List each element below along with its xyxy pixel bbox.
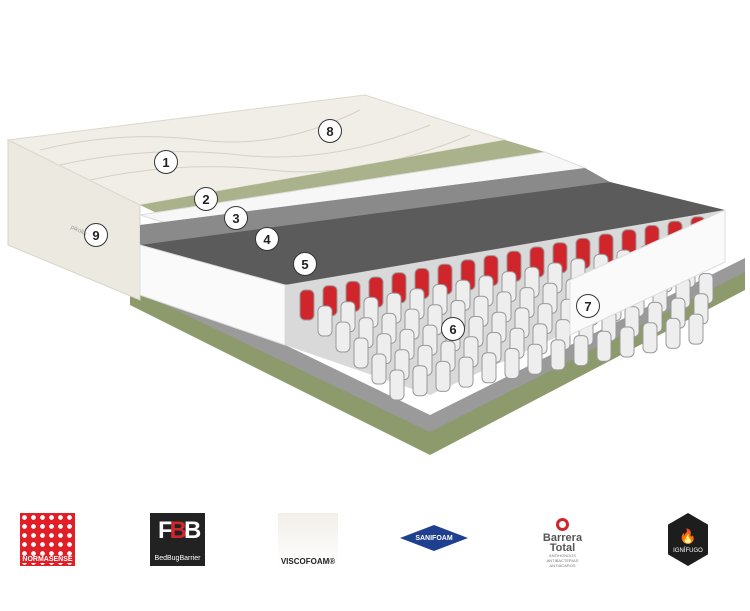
flame-icon: 🔥 bbox=[679, 528, 697, 544]
base-green-layer bbox=[130, 270, 745, 455]
normasense-logo: NORMASENSE bbox=[20, 513, 75, 566]
spring-pocket bbox=[458, 356, 474, 388]
spring-pocket bbox=[688, 313, 704, 345]
callout-4: 4 bbox=[255, 227, 279, 251]
sanifoam-label: SANIFOAM bbox=[415, 534, 453, 542]
barrera-line2: Total bbox=[549, 542, 576, 554]
ignifugo-logo: 🔥 IGNÍFUGO bbox=[668, 513, 708, 566]
callout-8: 8 bbox=[318, 119, 342, 143]
bedbug-mark: FBB bbox=[158, 517, 201, 544]
spring-pocket bbox=[299, 289, 315, 321]
spring-pocket bbox=[481, 352, 497, 384]
spring-pocket bbox=[353, 337, 369, 369]
right-foam-wall bbox=[569, 209, 726, 336]
barrera-line1: Barrera bbox=[542, 532, 583, 544]
callout-1: 1 bbox=[154, 150, 178, 174]
barrera-sub3: ANTIÁCAROS bbox=[549, 563, 576, 568]
spring-pocket bbox=[435, 360, 451, 392]
callout-9: 9 bbox=[84, 223, 108, 247]
normasense-label: NORMASENSE bbox=[20, 556, 75, 563]
barrera-total-logo: Barrera Total ANTIHONGOS ANTIBACTERIAS A… bbox=[535, 513, 590, 573]
spring-pocket bbox=[335, 321, 351, 353]
spring-pocket bbox=[412, 365, 428, 397]
base-grey-layer bbox=[130, 258, 745, 432]
callout-2: 2 bbox=[194, 187, 218, 211]
spring-pocket bbox=[527, 343, 543, 375]
viscofoam-logo: VISCOFOAM® bbox=[278, 513, 338, 566]
bedbug-barrier-logo: FBB BedBugBarrier bbox=[150, 513, 205, 566]
callout-3: 3 bbox=[224, 206, 248, 230]
barrera-sub1: ANTIHONGOS bbox=[549, 553, 576, 558]
callout-7: 7 bbox=[576, 294, 600, 318]
spring-pocket bbox=[550, 339, 566, 371]
ignifugo-label: IGNÍFUGO bbox=[673, 548, 703, 554]
spring-pocket bbox=[573, 335, 589, 367]
bedbug-label: BedBugBarrier bbox=[154, 555, 201, 562]
dark-foam-layer bbox=[140, 182, 725, 285]
barrera-sub2: ANTIBACTERIAS bbox=[546, 558, 579, 563]
spring-pocket bbox=[317, 305, 333, 337]
callout-5: 5 bbox=[293, 252, 317, 276]
viscofoam-label: VISCOFOAM® bbox=[280, 557, 336, 566]
spring-pocket bbox=[389, 369, 405, 401]
prohibited-icon bbox=[556, 518, 569, 531]
spring-pocket bbox=[619, 326, 635, 358]
spring-pocket bbox=[504, 348, 520, 379]
spring-pocket bbox=[642, 322, 658, 354]
spring-pocket bbox=[371, 353, 387, 385]
spring-pocket bbox=[665, 317, 681, 349]
callout-6: 6 bbox=[441, 317, 465, 341]
spring-pocket bbox=[596, 330, 612, 362]
